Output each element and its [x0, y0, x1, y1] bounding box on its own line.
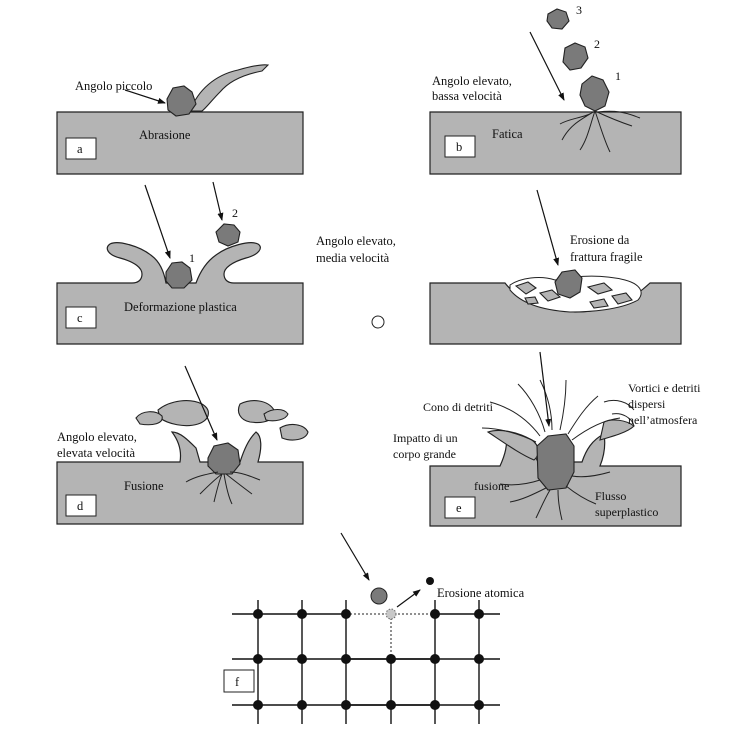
panel-letter-b: b: [456, 140, 462, 154]
rock-particle-c2: [215, 223, 241, 247]
rock-particle-d: [207, 442, 241, 475]
panel-label-box-c: [65, 306, 97, 329]
panel-label-box-a: [65, 137, 97, 160]
panel-letter-f: f: [235, 675, 240, 689]
panel-d: Angolo elevato, elevata velocità Fusione…: [56, 365, 309, 525]
middle-label-line1: Angolo elevato,: [316, 234, 396, 248]
fragment-3: [586, 282, 614, 295]
impact-arrow-a: [124, 89, 166, 104]
impact-arrow-brittle: [536, 189, 560, 266]
panel-c: 1 2 Deformazione plastica c: [56, 181, 304, 345]
melt-droplet-3: [263, 408, 289, 422]
impact-arrow-d: [184, 365, 218, 441]
melt-droplet-1: [135, 411, 163, 426]
debris-cone-right: [599, 419, 635, 441]
fragment-5: [589, 298, 609, 309]
mechanism-label-f: Erosione atomica: [437, 586, 525, 600]
vacancy-site: [385, 608, 397, 620]
flow-label-line1: Flusso: [595, 489, 626, 503]
angle-label-d-line1: Angolo elevato,: [57, 430, 137, 444]
rock-particle-b1: [579, 75, 610, 112]
surface-c: [56, 242, 304, 345]
ejected-atom: [426, 577, 434, 585]
flow-label-line2: superplastico: [595, 505, 658, 519]
mechanism-label-a: Abrasione: [139, 128, 191, 142]
angle-label-a: Angolo piccolo: [75, 79, 152, 93]
panel-f: Erosione atomica f: [223, 532, 525, 724]
seq-1-b: 1: [615, 69, 621, 83]
panel-letter-a: a: [77, 142, 83, 156]
rock-particle-b2: [562, 42, 589, 71]
vortex-label-line2: dispersi: [628, 397, 666, 411]
debris-cone-lines: [481, 379, 621, 443]
panel-letter-d: d: [77, 499, 84, 513]
seq-3-b: 3: [576, 3, 582, 17]
mechanism-label-c: Deformazione plastica: [124, 300, 237, 314]
seq-1-c: 1: [189, 251, 195, 265]
panel-label-box-b: [444, 135, 476, 158]
atomic-lattice: [232, 600, 500, 724]
rock-particle-c1: [165, 261, 193, 289]
incident-atom: [370, 587, 388, 605]
angle-label-b-line2: bassa velocità: [432, 89, 502, 103]
fragment-2: [538, 289, 562, 302]
mechanism-label-b: Fatica: [492, 127, 523, 141]
vortex-swirls: [603, 399, 635, 427]
seq-2-b: 2: [594, 37, 600, 51]
panel-letter-e: e: [456, 501, 462, 515]
seq-2-c: 2: [232, 206, 238, 220]
angle-label-d-line2: elevata velocità: [57, 446, 136, 460]
panel-label-box-f: [223, 669, 255, 693]
fragment-1: [514, 281, 537, 295]
vortex-label-line3: nell’atmosfera: [628, 413, 698, 427]
panel-label-box-d: [65, 494, 97, 517]
fatigue-cracks-b: [559, 110, 641, 153]
panel-b: 1 2 3 Angolo elevato, bassa velocità Fat…: [429, 3, 682, 175]
panel-e: Cono di detriti Impatto di un corpo gran…: [393, 351, 701, 527]
large-body-e: [536, 433, 575, 491]
impact-arrow-c1: [144, 184, 171, 259]
impact-arrow-e: [539, 351, 552, 427]
rock-particle-brittle: [554, 269, 583, 299]
melt-splash-left: [157, 400, 209, 427]
middle-label-line2: media velocità: [316, 251, 390, 265]
mechanism-label-d: Fusione: [124, 479, 164, 493]
impact-label-line2: corpo grande: [393, 447, 456, 461]
middle-label: Angolo elevato, media velocità: [316, 234, 396, 329]
debris-cone-label: Cono di detriti: [423, 400, 494, 414]
melt-droplet-2: [279, 423, 309, 441]
melt-streaks-d: [185, 471, 261, 505]
impact-arrow-c2: [212, 181, 224, 221]
panel-brittle: Erosione da frattura fragile: [429, 189, 682, 345]
ejecta-chip-a: [189, 64, 270, 112]
fragment-4: [611, 292, 633, 305]
brittle-label-line2: frattura fragile: [570, 250, 643, 264]
ejection-arrow-f: [396, 589, 421, 608]
angle-label-b-line1: Angolo elevato,: [432, 74, 512, 88]
panel-label-box-e: [444, 496, 476, 519]
rock-particle-b3: [546, 8, 570, 30]
rock-particle-a: [166, 85, 197, 117]
centre-circle-marker: [371, 315, 385, 329]
panel-letter-c: c: [77, 311, 83, 325]
impact-arrow-f: [340, 532, 370, 581]
brittle-label-line1: Erosione da: [570, 233, 630, 247]
vortex-label-line1: Vortici e detriti: [628, 381, 701, 395]
impact-label-line1: Impatto di un: [393, 431, 458, 445]
melt-streaks-e: [499, 471, 611, 521]
melt-label-e: fusione: [474, 479, 509, 493]
impact-arrow-b: [529, 31, 565, 101]
panel-a: Angolo piccolo Abrasione a: [56, 64, 304, 175]
fragment-6: [524, 296, 539, 305]
